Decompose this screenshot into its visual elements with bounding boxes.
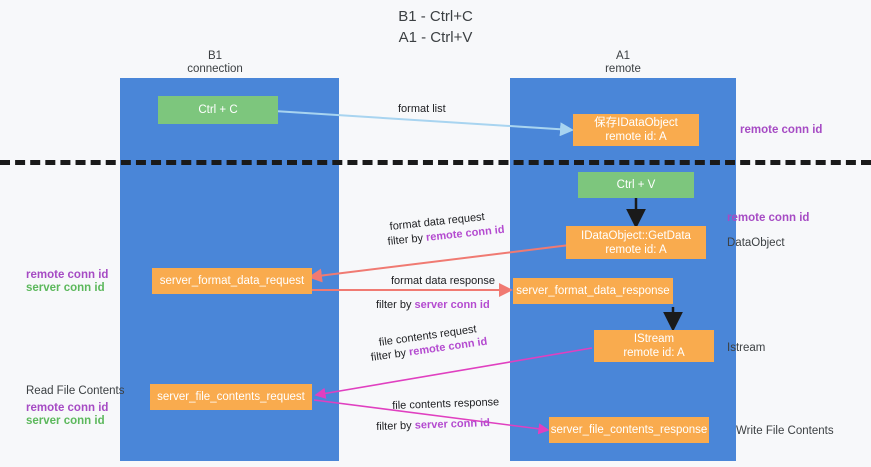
- side-label-write-file-contents: Write File Contents: [736, 425, 834, 437]
- filter-prefix: filter by: [370, 346, 410, 364]
- label-format-data-response-filter: filter by server conn id: [376, 298, 490, 312]
- box-getdata-line1: IDataObject::GetData: [581, 229, 691, 242]
- box-ctrl-v[interactable]: Ctrl + V: [578, 172, 694, 198]
- box-server-file-contents-request-label: server_file_contents_request: [157, 391, 305, 403]
- box-server-format-data-response-label: server_format_data_response: [516, 285, 670, 297]
- box-idataobject-line1: 保存IDataObject: [594, 117, 678, 129]
- box-server-file-contents-request[interactable]: server_file_contents_request: [150, 384, 312, 410]
- side-label-left-server-conn-id-bottom: server conn id: [26, 415, 105, 427]
- lane-header-b1: B1 connection: [145, 50, 285, 76]
- box-istream-line1: IStream: [633, 333, 675, 345]
- filter-prefix: filter by: [387, 231, 427, 248]
- box-server-file-contents-response-label: server_file_contents_response: [550, 424, 708, 436]
- box-server-file-contents-response[interactable]: server_file_contents_response: [549, 417, 709, 443]
- side-label-istream: Istream: [727, 342, 766, 354]
- label-format-list: format list: [398, 103, 446, 115]
- lane-b1-sub: connection: [187, 63, 243, 75]
- side-label-read-file-contents: Read File Contents: [26, 385, 125, 397]
- side-label-left-server-conn-id-mid: server conn id: [26, 282, 105, 294]
- lane-a1-sub: remote: [605, 63, 641, 75]
- box-server-format-data-response[interactable]: server_format_data_response: [513, 278, 673, 304]
- lane-b1-name: B1: [207, 50, 223, 62]
- filter-prefix: filter by: [376, 419, 415, 433]
- section-divider: [0, 160, 871, 165]
- side-label-dataobject: DataObject: [727, 237, 785, 249]
- side-label-remote-conn-id-mid: remote conn id: [727, 212, 810, 224]
- box-ctrl-v-label: Ctrl + V: [616, 179, 656, 191]
- box-getdata-line2: remote id: A: [605, 243, 667, 256]
- lane-a1-name: A1: [615, 50, 631, 62]
- label-format-data-response: format data response: [391, 275, 495, 287]
- side-label-remote-conn-id-top: remote conn id: [740, 124, 823, 136]
- box-idataobject-getdata[interactable]: IDataObject::GetData remote id: A: [566, 226, 706, 259]
- box-idataobject-line2: remote id: A: [605, 131, 667, 143]
- box-idataobject[interactable]: 保存IDataObject remote id: A: [573, 114, 699, 146]
- title-line-1: B1 - Ctrl+C: [398, 8, 473, 25]
- box-server-format-data-request-label: server_format_data_request: [159, 275, 305, 287]
- box-ctrl-c-label: Ctrl + C: [198, 104, 238, 116]
- box-server-format-data-request[interactable]: server_format_data_request: [152, 268, 312, 294]
- label-file-contents-response-filter: filter by server conn id: [376, 416, 490, 434]
- side-label-left-remote-conn-id-mid: remote conn id: [26, 269, 109, 281]
- diagram-title: B1 - Ctrl+C A1 - Ctrl+V: [0, 6, 871, 48]
- title-line-2: A1 - Ctrl+V: [398, 29, 473, 46]
- box-istream-line2: remote id: A: [623, 347, 685, 359]
- side-label-left-remote-conn-id-bottom: remote conn id: [26, 402, 109, 414]
- lane-header-a1: A1 remote: [553, 50, 693, 76]
- filter-prefix: filter by: [376, 299, 415, 311]
- label-file-contents-response: file contents response: [392, 396, 500, 412]
- box-istream[interactable]: IStream remote id: A: [594, 330, 714, 362]
- box-ctrl-c[interactable]: Ctrl + C: [158, 96, 278, 124]
- filter-key-server-conn-id: server conn id: [414, 299, 490, 311]
- filter-key-server-conn-id: server conn id: [414, 417, 491, 432]
